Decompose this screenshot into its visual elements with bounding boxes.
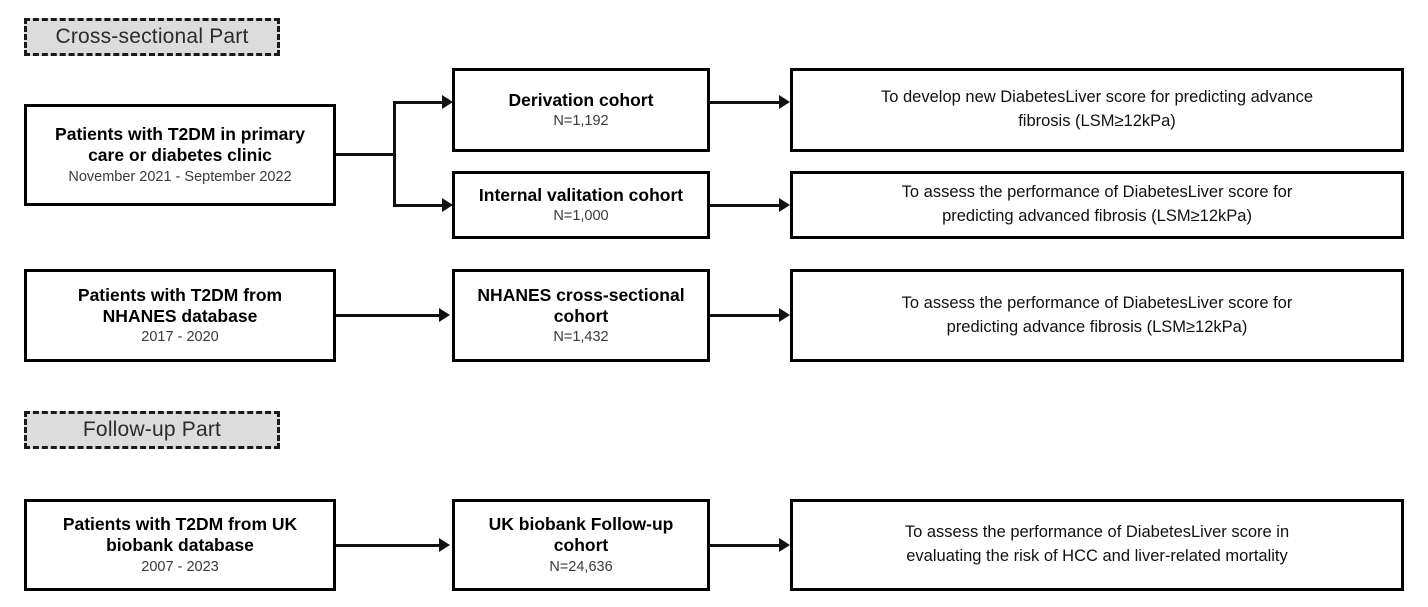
- node-text-line2: predicting advanced fibrosis (LSM≥12kPa): [942, 207, 1252, 225]
- node-text-line2: evaluating the risk of HCC and liver-rel…: [906, 547, 1288, 565]
- node-outcome-internal: To assess the performance of DiabetesLiv…: [790, 171, 1404, 239]
- section-header-label: Follow-up Part: [82, 418, 222, 441]
- node-ukbiobank-cohort: UK biobank Follow-up cohort N=24,636: [452, 499, 710, 591]
- node-title-line1: Patients with T2DM in primary: [55, 124, 305, 145]
- arrowhead-nhanes-cohort-to-outcome: [779, 308, 790, 322]
- node-subtitle: N=1,432: [553, 329, 609, 346]
- connector-internal-to-outcome: [710, 204, 786, 207]
- connector-ukbb-source-to-cohort: [336, 544, 446, 547]
- node-title-line2: cohort: [553, 305, 609, 326]
- arrowhead-nhanes-source-to-cohort: [439, 308, 450, 322]
- section-header-follow-up: Follow-up Part: [24, 411, 280, 449]
- connector-clinic-branch-stem: [336, 153, 396, 156]
- node-derivation-cohort: Derivation cohort N=1,192: [452, 68, 710, 152]
- node-title-line1: Derivation cohort: [508, 89, 654, 110]
- connector-clinic-to-derivation: [393, 101, 449, 104]
- node-title-line2: cohort: [553, 535, 609, 556]
- node-outcome-ukbiobank: To assess the performance of DiabetesLiv…: [790, 499, 1404, 591]
- node-title-line1: UK biobank Follow-up: [488, 514, 674, 535]
- arrowhead-internal-to-outcome: [779, 198, 790, 212]
- node-source-clinic: Patients with T2DM in primary care or di…: [24, 104, 336, 206]
- node-text-line1: To develop new DiabetesLiver score for p…: [881, 88, 1313, 107]
- node-subtitle: N=1,000: [553, 208, 609, 225]
- node-outcome-nhanes: To assess the performance of DiabetesLiv…: [790, 269, 1404, 362]
- arrowhead-clinic-to-internal: [442, 198, 453, 212]
- node-text-line1: To assess the performance of DiabetesLiv…: [904, 523, 1290, 542]
- arrowhead-ukbb-source-to-cohort: [439, 538, 450, 552]
- node-title-line1: Patients with T2DM from UK: [62, 514, 298, 535]
- section-header-label: Cross-sectional Part: [55, 25, 249, 48]
- node-text-line1: To assess the performance of DiabetesLiv…: [901, 293, 1293, 312]
- node-subtitle: N=1,192: [553, 113, 609, 130]
- node-internal-validation-cohort: Internal valitation cohort N=1,000: [452, 171, 710, 239]
- node-nhanes-cohort: NHANES cross-sectional cohort N=1,432: [452, 269, 710, 362]
- arrowhead-ukbb-cohort-to-outcome: [779, 538, 790, 552]
- node-title-line1: Patients with T2DM from: [77, 284, 283, 305]
- node-title-line2: care or diabetes clinic: [88, 145, 272, 166]
- section-header-cross-sectional: Cross-sectional Part: [24, 18, 280, 56]
- node-title-line2: NHANES database: [102, 305, 258, 326]
- node-source-nhanes: Patients with T2DM from NHANES database …: [24, 269, 336, 362]
- arrowhead-derivation-to-outcome: [779, 95, 790, 109]
- node-text-line1: To assess the performance of DiabetesLiv…: [901, 183, 1293, 202]
- connector-nhanes-cohort-to-outcome: [710, 314, 786, 317]
- node-text-line2: predicting advance fibrosis (LSM≥12kPa): [946, 317, 1248, 336]
- node-outcome-derivation: To develop new DiabetesLiver score for p…: [790, 68, 1404, 152]
- node-text-line2: fibrosis (LSM≥12kPa): [1018, 112, 1176, 130]
- node-subtitle: 2007 - 2023: [141, 558, 219, 575]
- arrowhead-clinic-to-derivation: [442, 95, 453, 109]
- connector-clinic-branch-trunk: [393, 102, 396, 207]
- node-subtitle: N=24,636: [549, 558, 613, 575]
- connector-nhanes-source-to-cohort: [336, 314, 446, 317]
- connector-derivation-to-outcome: [710, 101, 786, 104]
- node-subtitle: November 2021 - September 2022: [68, 168, 292, 185]
- node-subtitle: 2017 - 2020: [141, 329, 219, 346]
- connector-ukbb-cohort-to-outcome: [710, 544, 786, 547]
- node-title-line1: Internal valitation cohort: [478, 184, 684, 205]
- connector-clinic-to-internal: [393, 204, 449, 207]
- node-title-line1: NHANES cross-sectional: [477, 284, 685, 305]
- node-source-ukbiobank: Patients with T2DM from UK biobank datab…: [24, 499, 336, 591]
- node-title-line2: biobank database: [106, 535, 254, 556]
